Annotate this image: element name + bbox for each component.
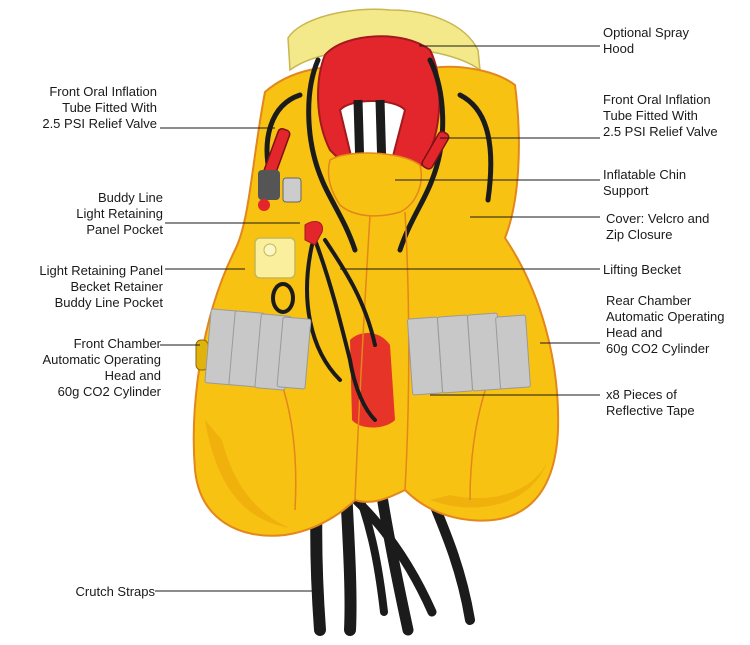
label-line: 60g CO2 Cylinder [42, 384, 161, 400]
label-oral-tube-left: Front Oral Inflation Tube Fitted With 2.… [42, 84, 157, 132]
label-line: Automatic Operating [606, 309, 725, 325]
label-line: Panel Pocket [76, 222, 163, 238]
label-line: Zip Closure [606, 227, 709, 243]
label-line: Light Retaining Panel [39, 263, 163, 279]
label-line: 2.5 PSI Relief Valve [42, 116, 157, 132]
light-pocket [255, 238, 295, 278]
label-line: Automatic Operating [42, 352, 161, 368]
label-line: Tube Fitted With [42, 100, 157, 116]
label-spray-hood: Optional Spray Hood [603, 25, 689, 57]
label-reflective-tape: x8 Pieces of Reflective Tape [606, 387, 695, 419]
label-light-retaining-panel: Light Retaining Panel Becket Retainer Bu… [39, 263, 163, 311]
label-line: Reflective Tape [606, 403, 695, 419]
label-line: 60g CO2 Cylinder [606, 341, 725, 357]
label-line: Inflatable Chin [603, 167, 686, 183]
label-line: Rear Chamber [606, 293, 725, 309]
label-line: Lifting Becket [603, 262, 681, 278]
label-line: 2.5 PSI Relief Valve [603, 124, 718, 140]
label-line: Buddy Line Pocket [39, 295, 163, 311]
label-line: x8 Pieces of [606, 387, 695, 403]
label-crutch-straps: Crutch Straps [76, 584, 155, 600]
label-line: Optional Spray [603, 25, 689, 41]
label-cover: Cover: Velcro and Zip Closure [606, 211, 709, 243]
label-chin-support: Inflatable Chin Support [603, 167, 686, 199]
chin-support [328, 153, 421, 216]
label-line: Front Oral Inflation [42, 84, 157, 100]
label-line: Front Oral Inflation [603, 92, 718, 108]
red-bladder-lower [350, 333, 395, 427]
label-line: Cover: Velcro and [606, 211, 709, 227]
label-line: Crutch Straps [76, 584, 155, 600]
label-rear-chamber: Rear Chamber Automatic Operating Head an… [606, 293, 725, 357]
label-oral-tube-right: Front Oral Inflation Tube Fitted With 2.… [603, 92, 718, 140]
label-line: Tube Fitted With [603, 108, 718, 124]
label-line: Hood [603, 41, 689, 57]
label-line: Buddy Line [76, 190, 163, 206]
label-line: Front Chamber [42, 336, 161, 352]
label-line: Becket Retainer [39, 279, 163, 295]
label-lifting-becket: Lifting Becket [603, 262, 681, 278]
label-line: Light Retaining [76, 206, 163, 222]
label-line: Head and [606, 325, 725, 341]
label-line: Head and [42, 368, 161, 384]
label-buddy-line-panel: Buddy Line Light Retaining Panel Pocket [76, 190, 163, 238]
label-line: Support [603, 183, 686, 199]
label-front-chamber: Front Chamber Automatic Operating Head a… [42, 336, 161, 400]
